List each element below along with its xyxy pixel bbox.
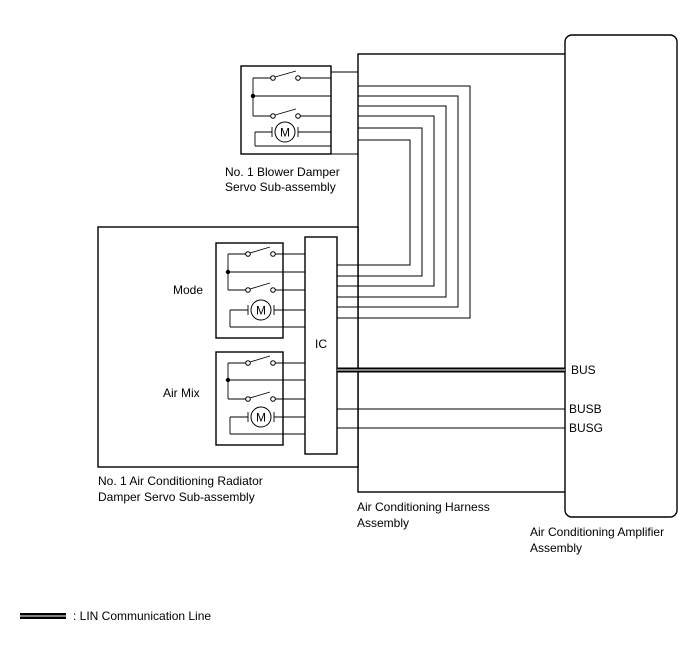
harness-loop-wires — [337, 85, 471, 319]
air-mix-motor-letter: M — [256, 411, 266, 425]
harness-assembly-box — [357, 53, 569, 493]
legend-lin-label: : LIN Communication Line — [73, 609, 211, 623]
bus-label: BUS — [571, 363, 596, 377]
blower-motor-letter: M — [280, 126, 290, 140]
blower-servo-circuit: M — [250, 70, 331, 147]
amplifier-assembly-box — [564, 34, 678, 518]
amplifier-label-2: Assembly — [530, 541, 582, 555]
mode-motor-symbol — [250, 299, 272, 321]
radiator-servo-label-1: No. 1 Air Conditioning Radiator — [98, 474, 263, 488]
mode-servo-circuit: M — [225, 246, 305, 328]
harness-label-2: Assembly — [357, 516, 409, 530]
air-mix-servo-circuit: M — [225, 355, 305, 435]
air-mix-label: Air Mix — [163, 386, 200, 400]
blower-servo-label-2: Servo Sub-assembly — [225, 180, 336, 194]
blower-servo-label-1: No. 1 Blower Damper — [225, 165, 340, 179]
ic-label: IC — [315, 337, 327, 351]
busg-label: BUSG — [569, 421, 603, 435]
mode-label: Mode — [173, 283, 203, 297]
ic-block — [304, 236, 338, 455]
blower-connector-wires — [330, 71, 358, 155]
blower-motor-symbol — [274, 121, 296, 143]
busb-label: BUSB — [569, 402, 602, 416]
amplifier-label-1: Air Conditioning Amplifier — [530, 525, 664, 539]
radiator-servo-label-2: Damper Servo Sub-assembly — [98, 490, 255, 504]
harness-label-1: Air Conditioning Harness — [357, 500, 490, 514]
air-mix-motor-symbol — [250, 406, 272, 428]
mode-motor-letter: M — [256, 304, 266, 318]
